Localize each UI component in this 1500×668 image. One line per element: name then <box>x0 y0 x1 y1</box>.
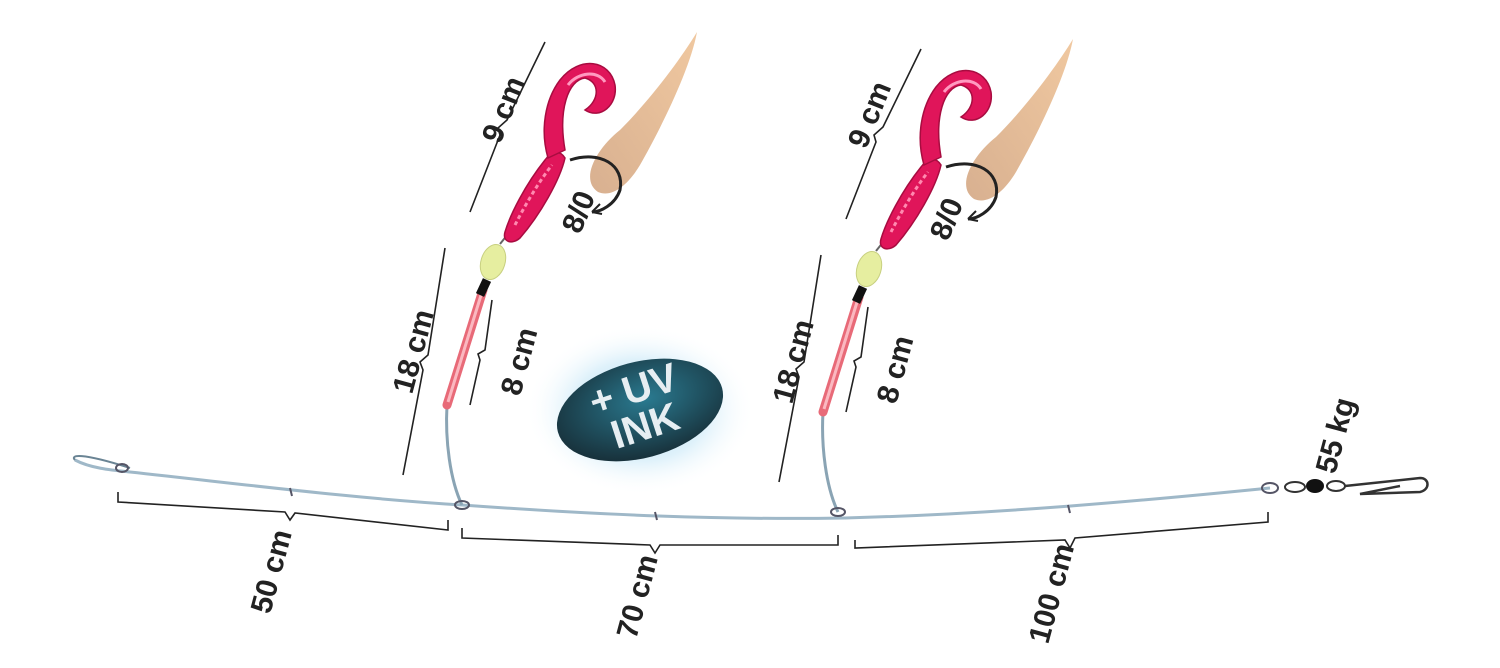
dropper-length-label: 18 cm <box>387 306 441 397</box>
tube-length-label: 8 cm <box>871 332 921 407</box>
hook-size-label: 8/0 <box>556 187 602 238</box>
swivel-strength-label: 55 kg <box>1310 394 1362 477</box>
segment-2-label: 70 cm <box>611 551 665 642</box>
dropper-2 <box>779 39 1073 516</box>
segment-3-label: 100 cm <box>1023 540 1081 647</box>
uv-ink-badge: + UV INK <box>525 325 755 495</box>
swivel-snap <box>1261 476 1429 496</box>
dropper-length-label: 18 cm <box>767 316 821 407</box>
main-line <box>74 458 1271 520</box>
lure-length-label: 9 cm <box>476 72 532 148</box>
hook-size-label: 8/0 <box>924 194 970 245</box>
segment-1-label: 50 cm <box>245 526 299 617</box>
